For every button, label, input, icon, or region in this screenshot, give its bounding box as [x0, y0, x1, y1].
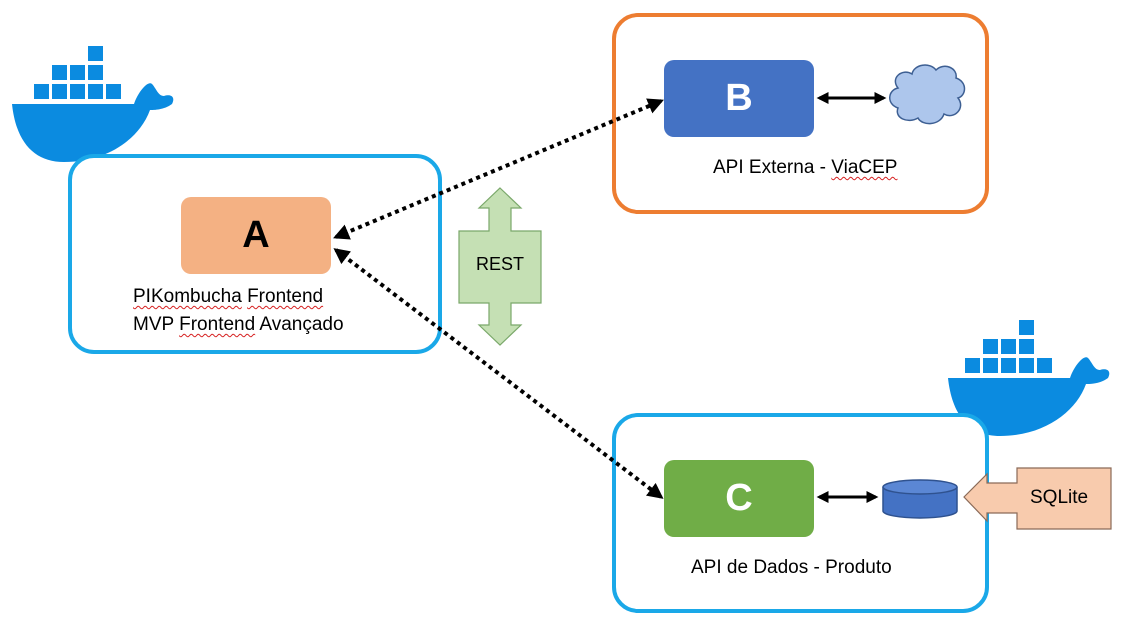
label-service: ViaCEP [831, 157, 898, 178]
sqlite-callout-arrow [963, 467, 1112, 530]
connection-a-b [333, 98, 664, 240]
label-word: Frontend [179, 314, 256, 335]
rest-label: REST [475, 254, 524, 274]
label-word: Avançado [259, 314, 344, 335]
node-a-letter: A [242, 214, 270, 256]
node-a-label-line2: MVP Frontend Avançado [133, 314, 344, 336]
database-cylinder-icon [882, 479, 958, 519]
label-word: Frontend [247, 286, 324, 307]
node-a-label-line1: PIKombucha Frontend [133, 286, 323, 308]
node-c[interactable]: C [664, 460, 814, 537]
node-b-letter: B [725, 77, 753, 119]
node-c-label: API de Dados - Produto [691, 557, 892, 578]
label-word: PIKombucha [133, 286, 242, 307]
label-word: MVP [133, 314, 174, 335]
docker-whale-icon [948, 320, 1110, 436]
label-prefix: API Externa - [713, 157, 832, 178]
node-b[interactable]: B [664, 60, 814, 137]
node-a[interactable]: A [181, 197, 331, 274]
docker-whale-icon [12, 46, 174, 162]
node-c-letter: C [725, 477, 753, 519]
node-b-label: API Externa - ViaCEP [713, 157, 897, 179]
cloud-icon [889, 64, 966, 125]
sqlite-label: SQLite [1030, 487, 1089, 508]
